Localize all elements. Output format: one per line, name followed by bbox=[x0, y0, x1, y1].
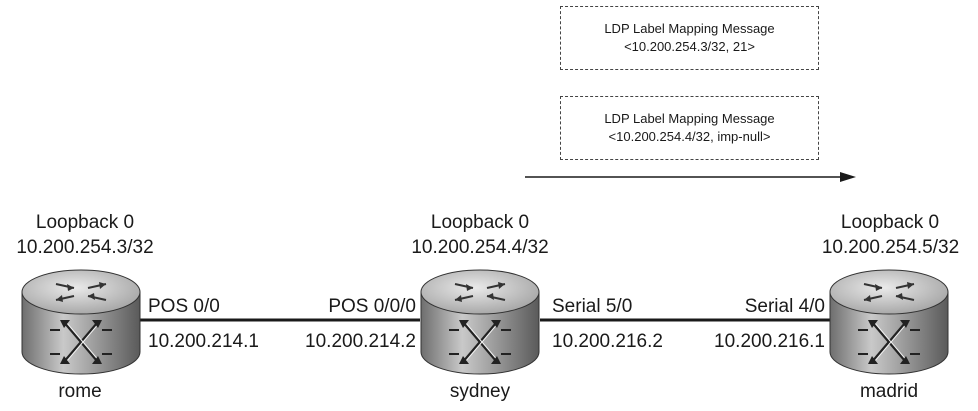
sydney-loopback-address: 10.200.254.4/32 bbox=[411, 237, 549, 258]
message-binding: <10.200.254.4/32, imp-null> bbox=[608, 129, 771, 144]
sydney-right-interface-ip: 10.200.216.2 bbox=[552, 331, 663, 352]
message-title: LDP Label Mapping Message bbox=[604, 111, 775, 126]
sydney-left-interface-label: POS 0/0/0 bbox=[328, 296, 416, 317]
ldp-message-box-2: LDP Label Mapping Message <10.200.254.4/… bbox=[560, 96, 819, 160]
router-name-rome: rome bbox=[58, 381, 102, 402]
router-name-sydney: sydney bbox=[449, 381, 511, 402]
rome-loopback-label: Loopback 0 bbox=[35, 212, 135, 233]
router-icon bbox=[828, 268, 950, 376]
rome-interface-label: POS 0/0 bbox=[148, 296, 220, 317]
rome-loopback-address: 10.200.254.3/32 bbox=[16, 237, 154, 258]
message-title: LDP Label Mapping Message bbox=[604, 21, 775, 36]
sydney-left-interface-ip: 10.200.214.2 bbox=[305, 331, 416, 352]
router-icon bbox=[419, 268, 541, 376]
madrid-interface-ip: 10.200.216.1 bbox=[714, 331, 825, 352]
router-rome bbox=[20, 268, 142, 376]
sydney-loopback-label: Loopback 0 bbox=[430, 212, 530, 233]
router-sydney bbox=[419, 268, 541, 376]
madrid-loopback-label: Loopback 0 bbox=[840, 212, 940, 233]
sydney-right-interface-label: Serial 5/0 bbox=[552, 296, 633, 317]
router-madrid bbox=[828, 268, 950, 376]
ldp-message-box-1: LDP Label Mapping Message <10.200.254.3/… bbox=[560, 6, 819, 70]
madrid-interface-label: Serial 4/0 bbox=[744, 296, 825, 317]
direction-arrow bbox=[525, 172, 856, 182]
message-binding: <10.200.254.3/32, 21> bbox=[624, 39, 755, 54]
madrid-loopback-address: 10.200.254.5/32 bbox=[821, 237, 960, 258]
rome-interface-ip: 10.200.214.1 bbox=[148, 331, 259, 352]
router-name-madrid: madrid bbox=[859, 381, 919, 402]
router-icon bbox=[20, 268, 142, 376]
